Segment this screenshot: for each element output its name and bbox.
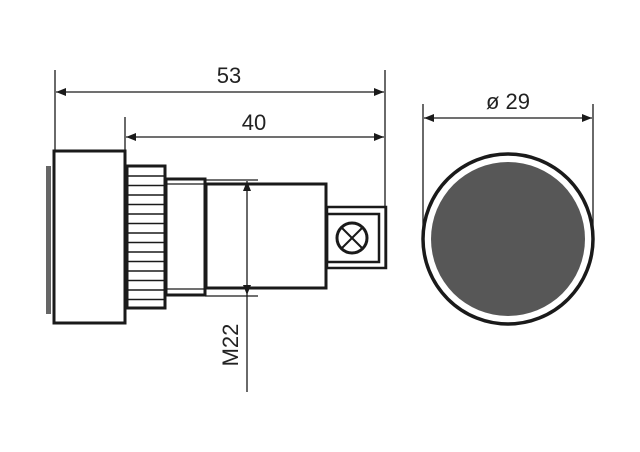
label-53: 53: [217, 63, 241, 88]
knurled-ring: [125, 164, 167, 310]
label-40: 40: [242, 110, 266, 135]
label-m22: M22: [218, 324, 243, 367]
bezel-strip: [46, 166, 51, 314]
dimension-53: [54, 70, 386, 268]
lens: [431, 162, 585, 316]
dimension-40: [124, 117, 384, 150]
front-view: [421, 152, 595, 326]
dimension-diameter: [422, 104, 594, 239]
dimension-m22: [205, 179, 258, 392]
label-diameter: ø 29: [486, 89, 530, 114]
terminal: [325, 205, 388, 270]
front-cap: [52, 149, 127, 325]
screw-icon: [335, 221, 369, 255]
housing-body: [204, 182, 328, 290]
collar: [164, 177, 207, 297]
